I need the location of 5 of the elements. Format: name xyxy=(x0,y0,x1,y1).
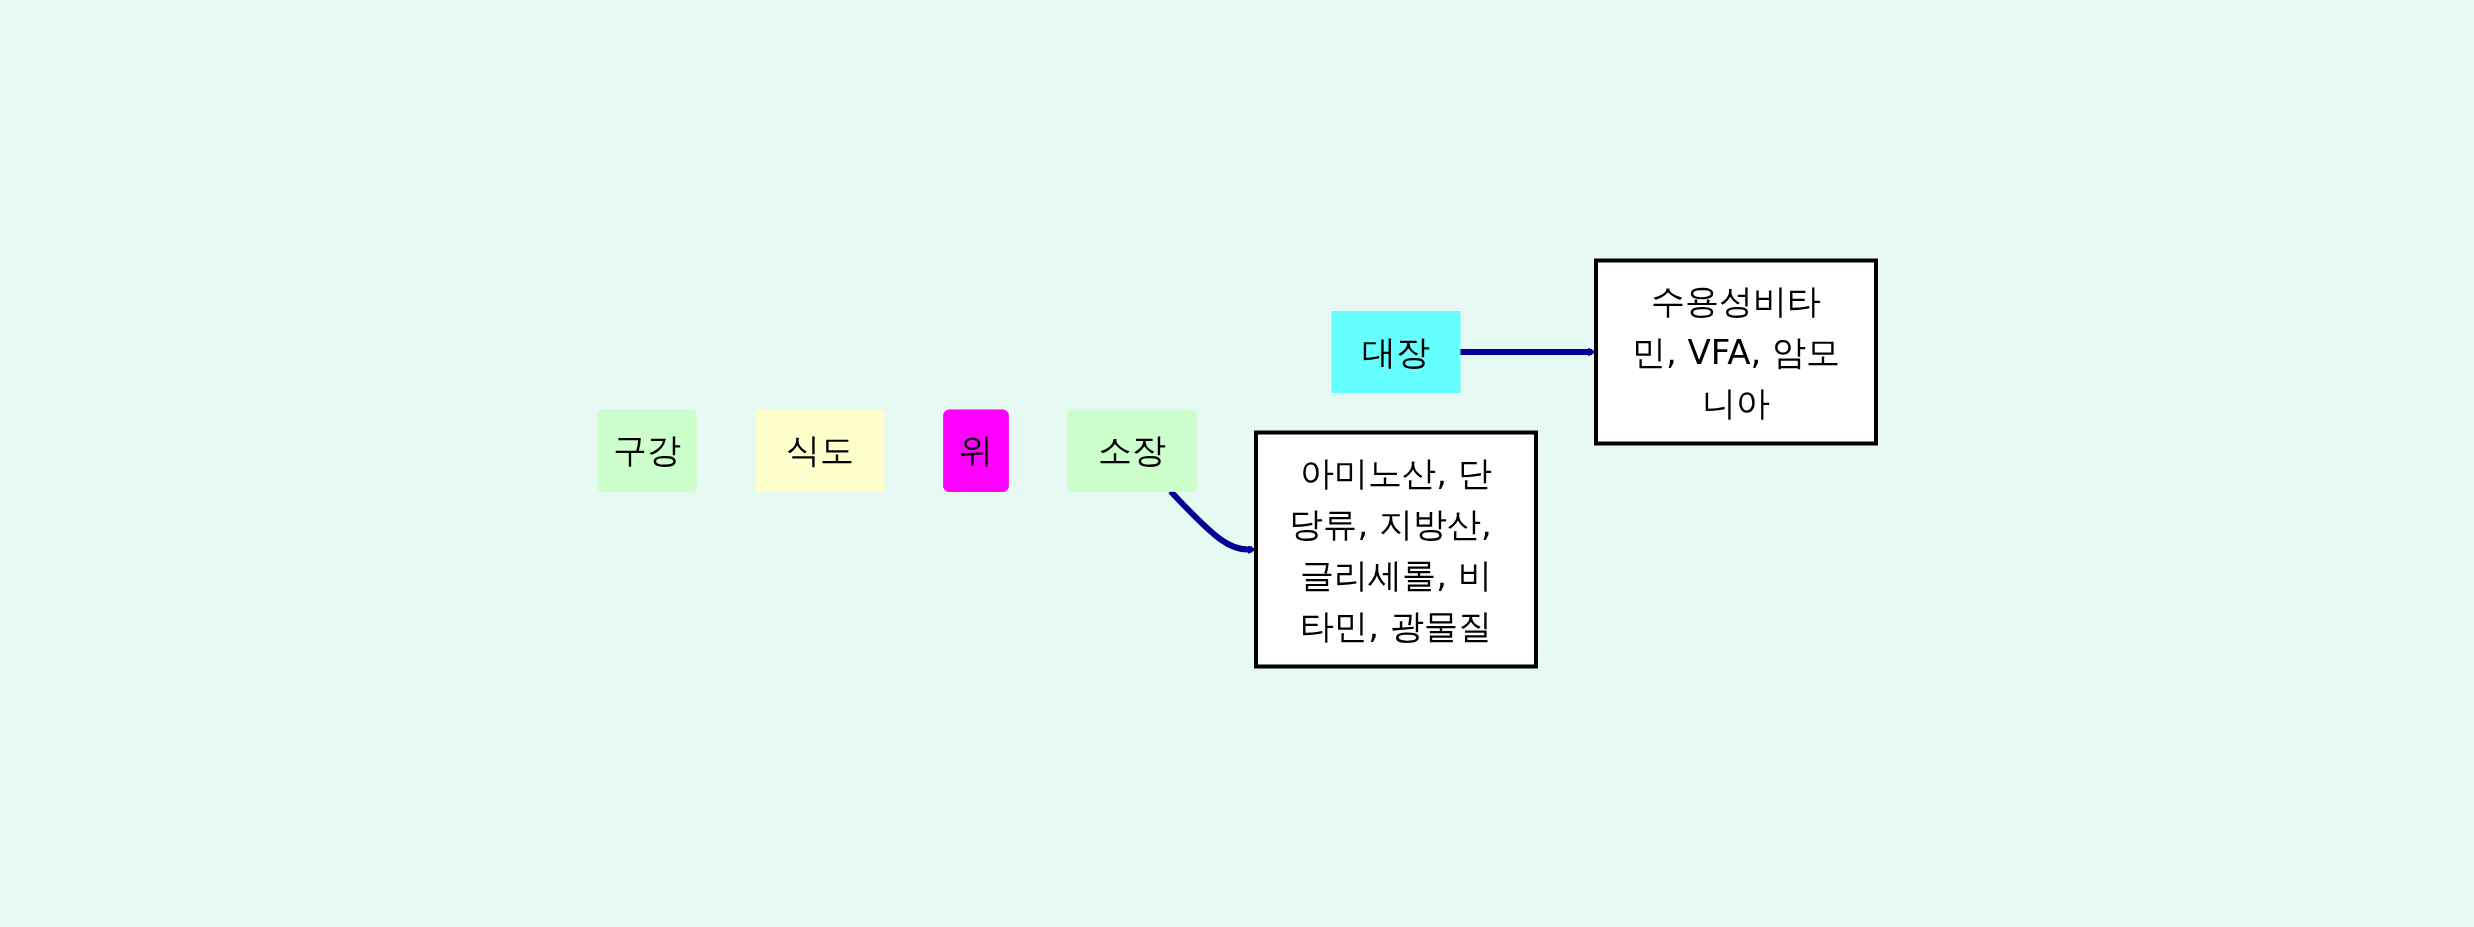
node-box: 소장 xyxy=(1067,409,1197,492)
node-box: 대장 xyxy=(1331,311,1461,393)
node-box: 수용성비타민, VFA, 암모니아 xyxy=(1594,258,1878,446)
node-box: 아미노산, 단당류, 지방산, 글리세롤, 비타민, 광물질 xyxy=(1254,430,1538,669)
node-box: 식도 xyxy=(755,409,885,492)
